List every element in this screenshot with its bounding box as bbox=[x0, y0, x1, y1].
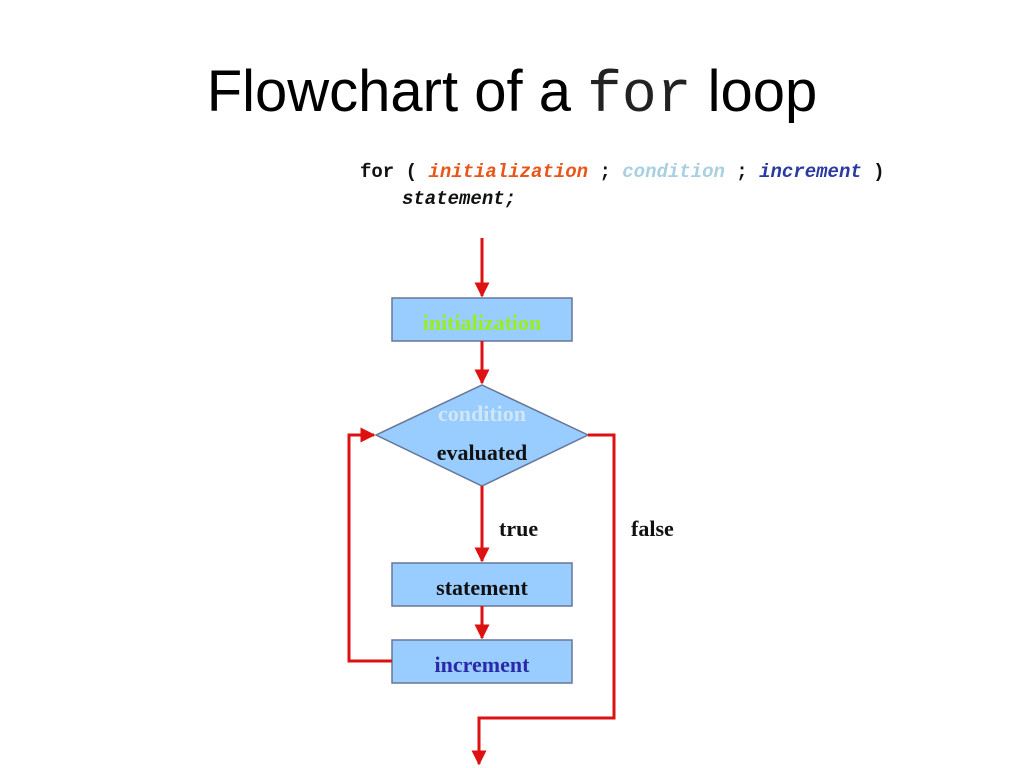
slide-title: Flowchart of a for loop bbox=[0, 58, 1024, 129]
statement-box bbox=[391, 562, 573, 607]
initialization-box-label: initialization bbox=[423, 310, 542, 335]
title-keyword: for bbox=[587, 64, 692, 129]
initialization-box bbox=[391, 297, 573, 342]
code-initialization: initialization bbox=[428, 161, 589, 183]
evaluated-label: evaluated bbox=[437, 440, 527, 465]
true-label: true bbox=[499, 516, 538, 541]
code-for-keyword: for ( bbox=[360, 161, 429, 183]
increment-box-label: increment bbox=[435, 652, 531, 677]
code-increment: increment bbox=[759, 161, 862, 183]
title-prefix: Flowchart of a bbox=[206, 59, 571, 124]
code-line-2: statement; bbox=[402, 188, 517, 210]
code-condition: condition bbox=[622, 161, 725, 183]
false-label: false bbox=[631, 516, 674, 541]
code-separator-2: ; bbox=[724, 161, 760, 183]
statement-box-label: statement bbox=[436, 575, 528, 600]
false-exit-arrow bbox=[471, 433, 616, 766]
title-suffix: loop bbox=[707, 59, 818, 124]
loop-back-arrow bbox=[347, 427, 392, 663]
code-line-1: for ( initialization ; condition ; incre… bbox=[360, 161, 885, 183]
condition-diamond-label: condition bbox=[438, 401, 526, 426]
code-separator-1: ; bbox=[588, 161, 623, 183]
code-close-paren: ) bbox=[861, 161, 885, 183]
